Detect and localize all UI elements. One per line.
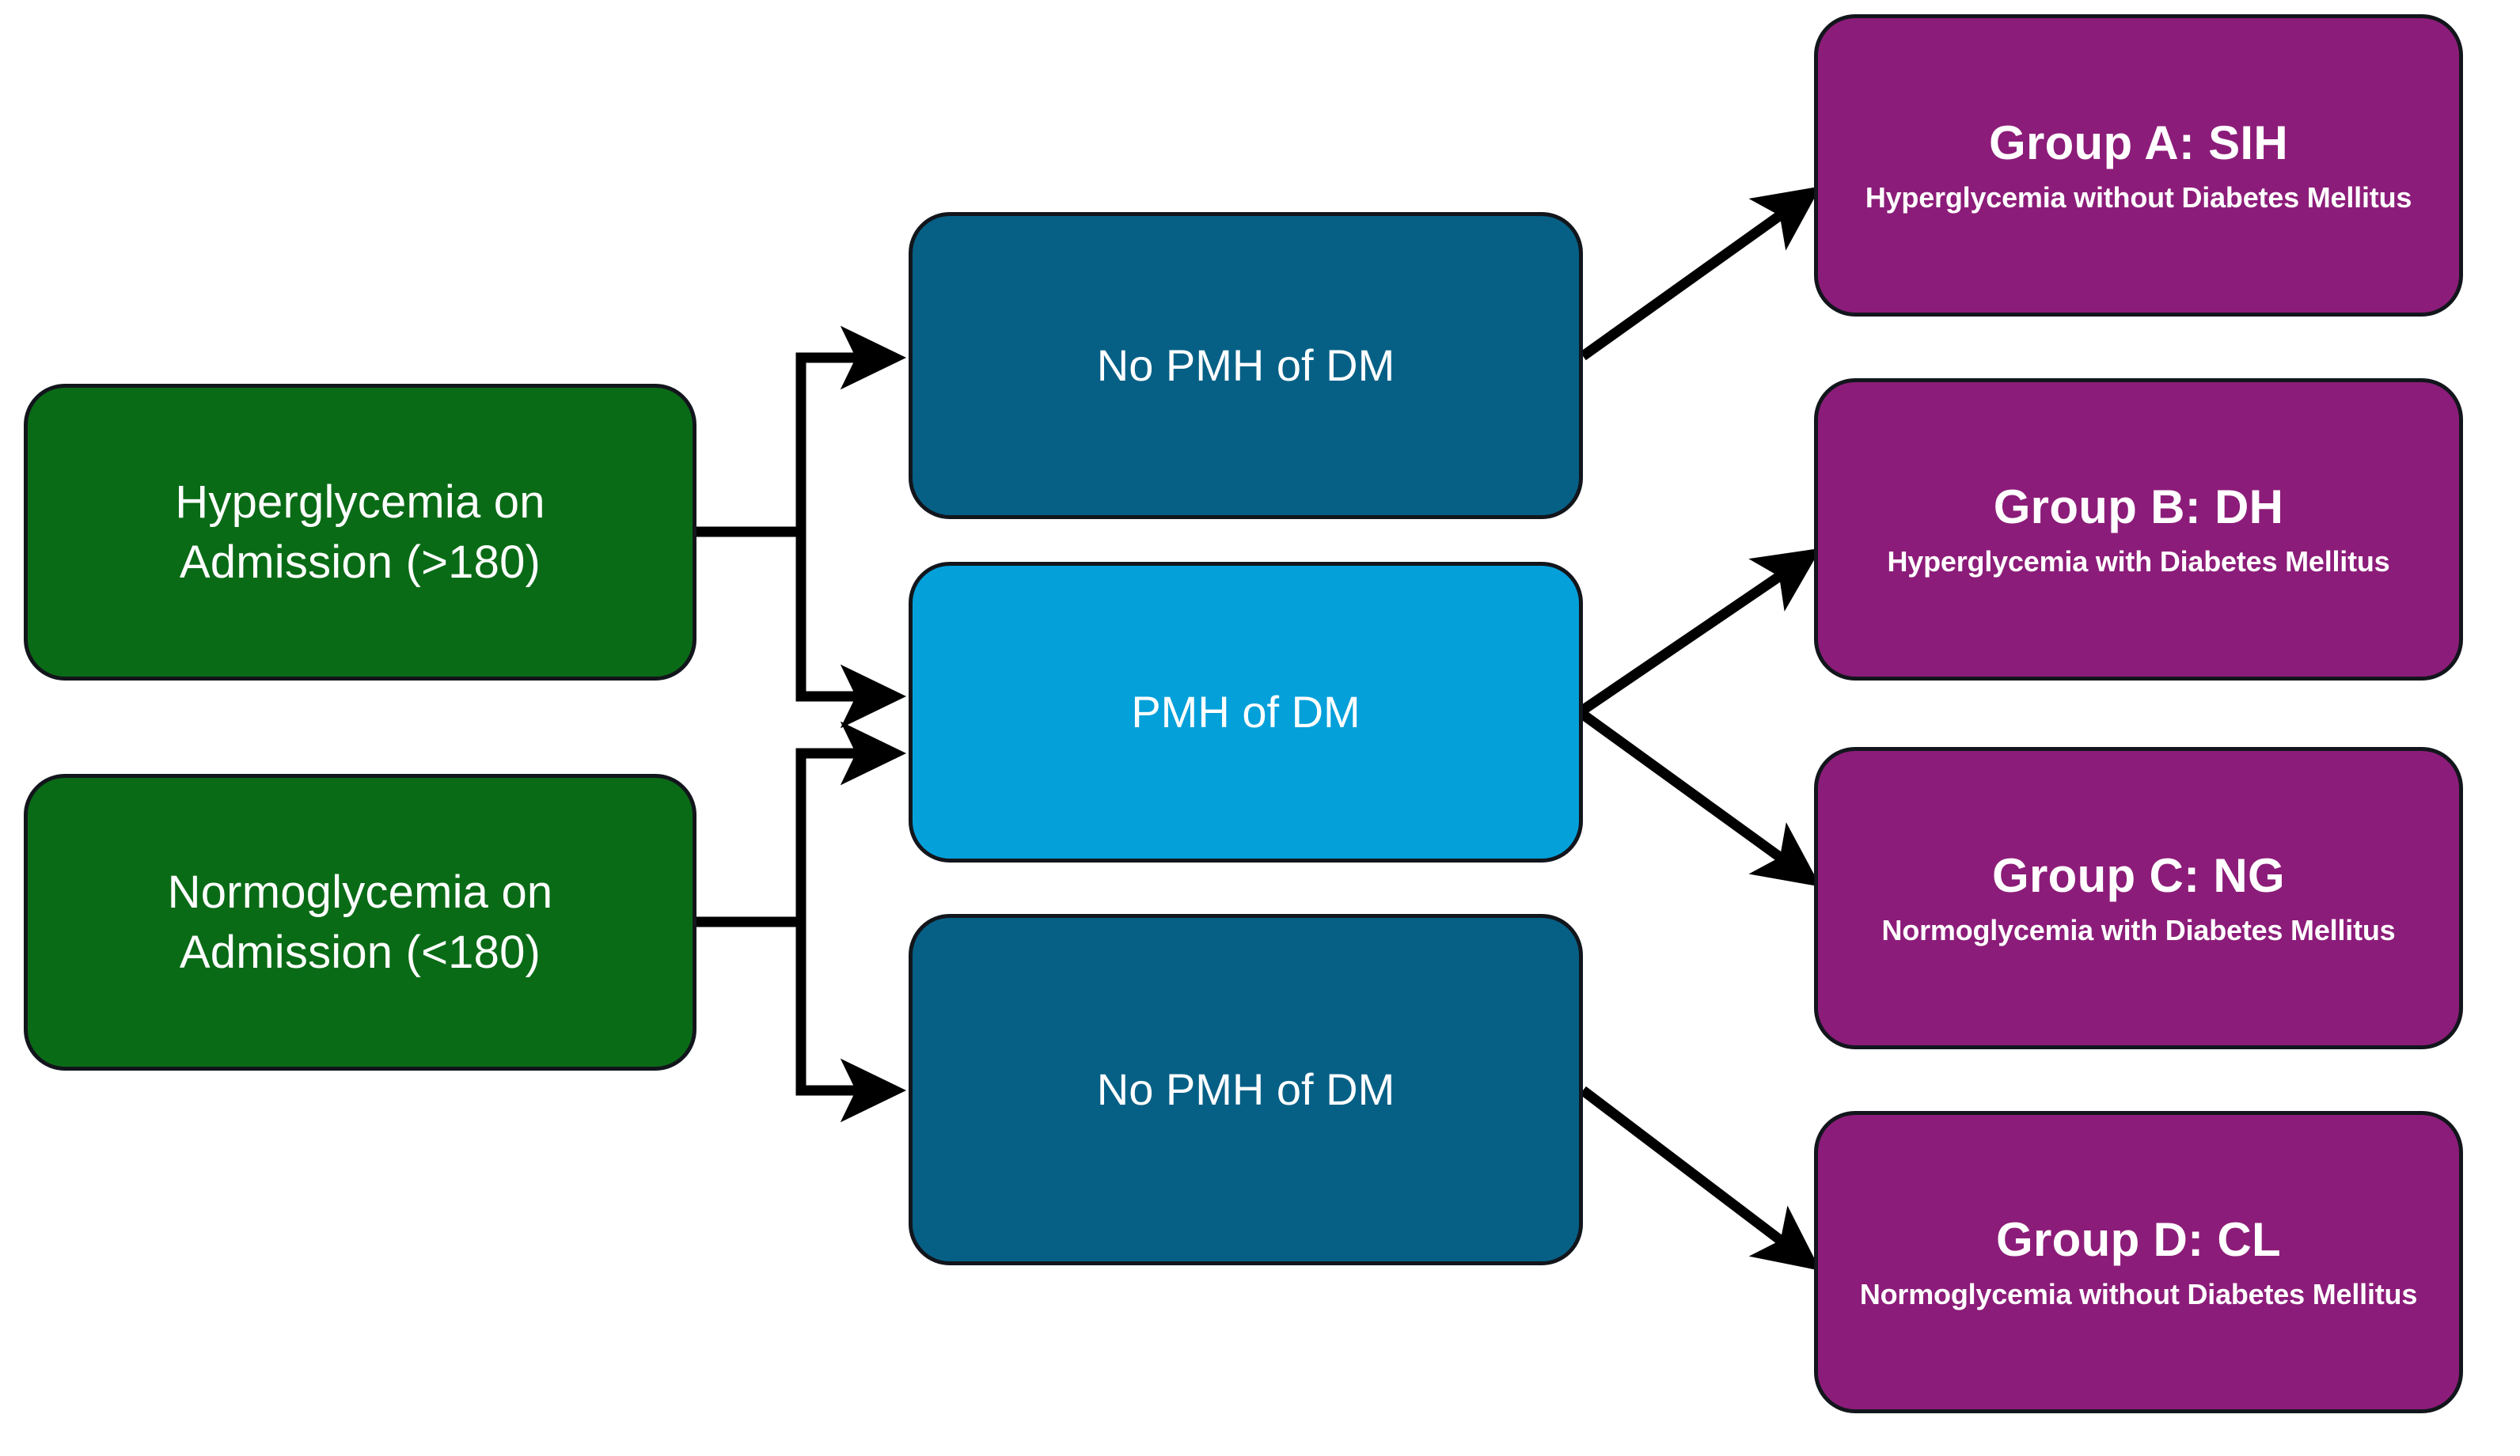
node-no-pmh-of-dm-bottom[interactable]: No PMH of DM [909,914,1583,1265]
node-group-c[interactable]: Group C: NG Normoglycemia with Diabetes … [1814,747,2463,1049]
node-no-pmh-of-dm-bottom-label: No PMH of DM [1096,1064,1395,1114]
node-group-d[interactable]: Group D: CL Normoglycemia without Diabet… [1814,1111,2463,1413]
node-hyperglycemia-on-admission[interactable]: Hyperglycemia on Admission (>180) [24,384,696,681]
edge-normoglycemia-to-pmh [696,721,906,927]
edge-pmh-to-group-b [1577,548,1821,717]
node-group-a[interactable]: Group A: SIH Hyperglycemia without Diabe… [1814,14,2463,317]
node-group-d-subtitle: Normoglycemia without Diabetes Mellitus [1859,1277,2418,1310]
node-hyperglycemia-label: Hyperglycemia on Admission (>180) [175,476,545,588]
edge-hyperglycemia-to-pmh [795,532,906,729]
node-group-d-title: Group D: CL [1996,1212,2281,1266]
node-group-b-title: Group B: DH [1993,480,2284,533]
node-no-pmh-of-dm-top[interactable]: No PMH of DM [909,212,1583,519]
edge-normoglycemia-to-no-pmh-bottom [795,922,906,1123]
node-group-a-title: Group A: SIH [1988,116,2288,169]
edge-no-pmh-bottom-to-group-d [1580,1086,1821,1271]
edge-hyperglycemia-to-no-pmh-top [696,325,906,537]
edge-no-pmh-top-to-group-a [1580,186,1821,361]
node-pmh-of-dm[interactable]: PMH of DM [909,562,1583,863]
node-group-c-subtitle: Normoglycemia with Diabetes Mellitus [1881,913,2396,946]
edge-pmh-to-group-c [1577,707,1821,887]
node-group-b[interactable]: Group B: DH Hyperglycemia with Diabetes … [1814,378,2463,681]
node-group-c-title: Group C: NG [1992,848,2285,902]
node-group-a-subtitle: Hyperglycemia without Diabetes Mellitus [1865,180,2412,214]
node-normoglycemia-on-admission[interactable]: Normoglycemia on Admission (<180) [24,774,696,1071]
node-group-b-subtitle: Hyperglycemia with Diabetes Mellitus [1887,544,2390,578]
node-normoglycemia-label: Normoglycemia on Admission (<180) [167,866,553,978]
node-no-pmh-of-dm-top-label: No PMH of DM [1096,340,1395,390]
node-pmh-of-dm-label: PMH of DM [1131,687,1361,737]
